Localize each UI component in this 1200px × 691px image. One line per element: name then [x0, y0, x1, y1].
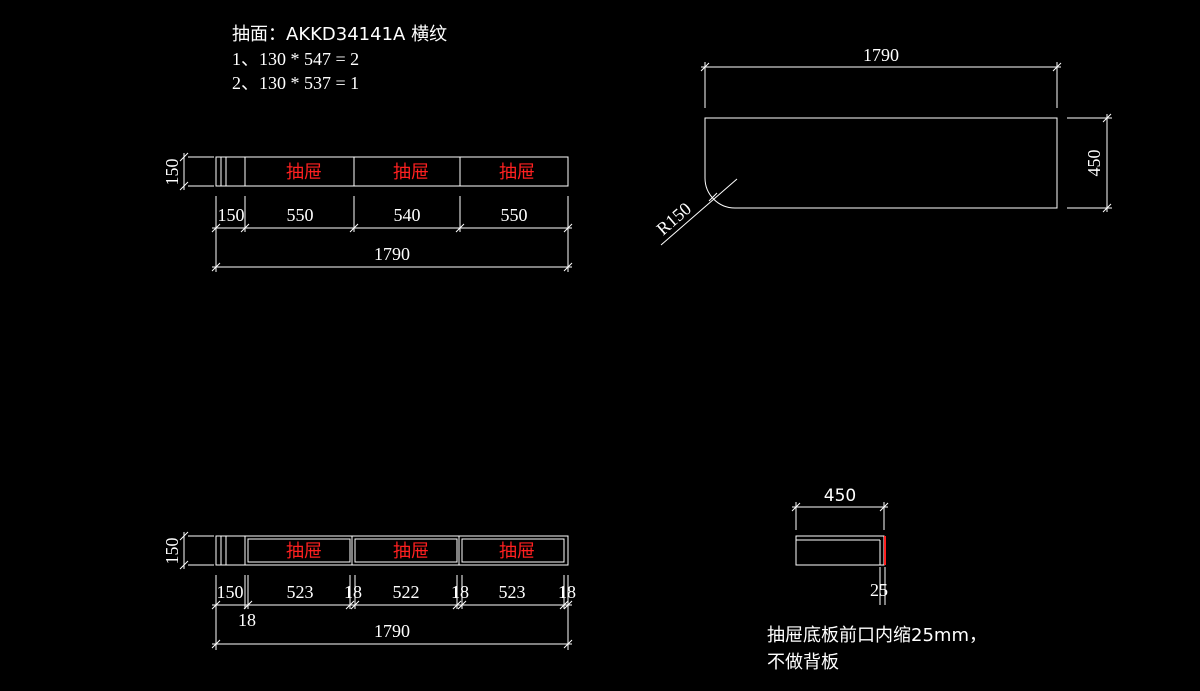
dim-sub: 18 — [238, 610, 256, 630]
plan-view: 1790 450 R150 — [653, 45, 1112, 246]
dim-segment: 523 — [499, 582, 526, 602]
dim-segment: 523 — [287, 582, 314, 602]
dim-height: 150 — [162, 159, 182, 186]
dim-segment: 18 — [344, 582, 362, 602]
front-view-top: 抽屉 抽屉 抽屉 150 150 550 540 550 1790 — [162, 152, 573, 272]
dim-segment: 522 — [393, 582, 420, 602]
dim-side-inset: 25 — [870, 580, 888, 600]
side-section: 450 25 — [791, 486, 889, 605]
note-header-spec-2: 2、130 * 537 = 1 — [232, 73, 359, 93]
dim-segment: 18 — [451, 582, 469, 602]
drawer-label: 抽屉 — [393, 541, 429, 562]
note-footer-1: 抽屉底板前口内缩25mm， — [767, 625, 987, 646]
dim-segment: 550 — [501, 205, 528, 225]
note-header-title: 抽面：AKKD34141A 横纹 — [232, 24, 447, 45]
dim-total: 1790 — [374, 244, 410, 264]
dim-segment: 150 — [218, 205, 245, 225]
drawer-label: 抽屉 — [393, 162, 429, 183]
drawer-label: 抽屉 — [286, 541, 322, 562]
dim-segment: 18 — [558, 582, 576, 602]
dim-plan-width: 1790 — [863, 45, 899, 65]
note-footer-2: 不做背板 — [767, 652, 839, 673]
dim-segment: 550 — [287, 205, 314, 225]
dim-height: 150 — [162, 538, 182, 565]
dim-side-width: 450 — [824, 486, 856, 506]
note-header-spec-1: 1、130 * 547 = 2 — [232, 49, 359, 69]
dim-radius: R150 — [653, 198, 696, 239]
drawer-label: 抽屉 — [499, 162, 535, 183]
dim-segment: 540 — [394, 205, 421, 225]
dim-segment: 150 — [217, 582, 244, 602]
dim-plan-depth: 450 — [1084, 150, 1104, 177]
drawer-label: 抽屉 — [286, 162, 322, 183]
drawer-label: 抽屉 — [499, 541, 535, 562]
dim-total: 1790 — [374, 621, 410, 641]
front-view-bottom: 抽屉 抽屉 抽屉 150 150 523 18 522 18 523 — [162, 531, 576, 650]
